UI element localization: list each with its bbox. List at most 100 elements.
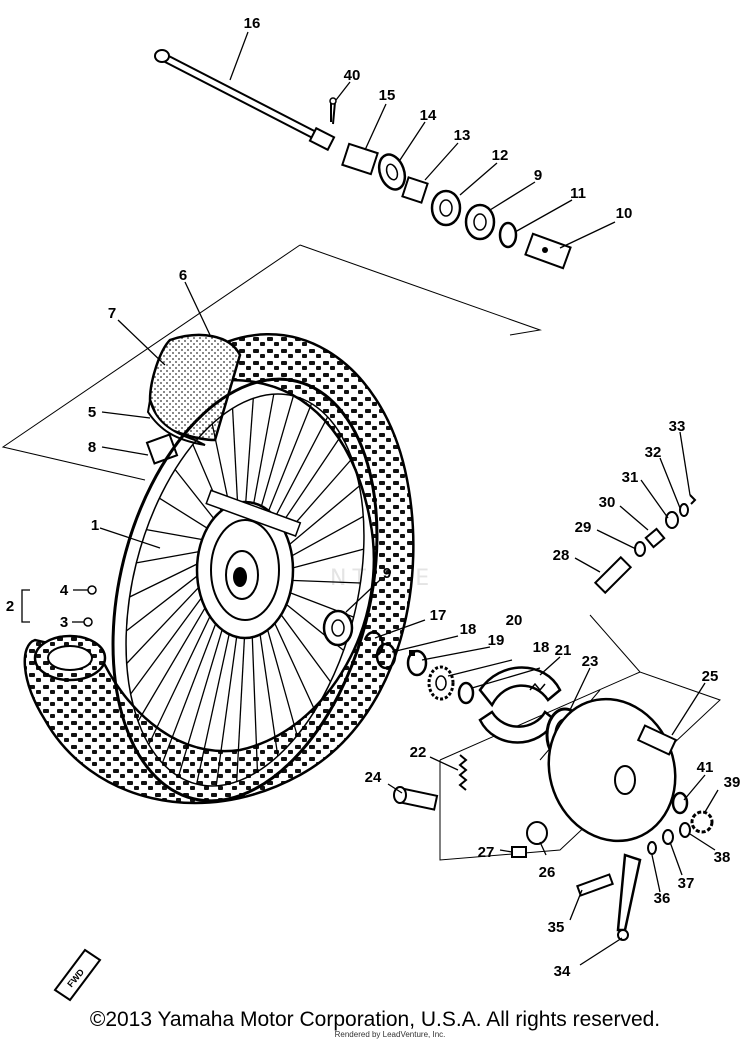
part-label-6: 6 [179, 267, 187, 284]
part-label-39: 39 [724, 774, 741, 791]
bearing-12 [430, 189, 462, 227]
part-labels: 16 40 15 14 13 12 9 11 10 6 7 5 8 1 2 4 … [6, 15, 741, 980]
part-label-35: 35 [548, 919, 565, 936]
speedometer-cable-parts [593, 494, 697, 595]
spoke [282, 485, 360, 551]
part-label-25: 25 [702, 668, 719, 685]
part-label-40: 40 [344, 67, 361, 84]
part-label-18b: 18 [533, 639, 550, 656]
spoke [136, 549, 208, 564]
part-label-2: 2 [6, 598, 14, 615]
inner-tube [148, 333, 242, 442]
part-label-15: 15 [379, 87, 396, 104]
spoke [258, 395, 295, 516]
washers-36-37 [647, 829, 674, 855]
part-label-13: 13 [454, 127, 471, 144]
bolt-35 [576, 873, 614, 897]
spoke [258, 624, 279, 757]
dust-seal-plate [377, 153, 407, 191]
spoke [284, 579, 361, 584]
spoke [284, 515, 364, 561]
leader-lines [21, 31, 719, 966]
bearing-9b [322, 609, 354, 647]
front-axle [154, 49, 336, 152]
fwd-direction-badge: FWD [53, 948, 102, 1002]
part-label-23: 23 [582, 653, 599, 670]
washer-18b [457, 681, 475, 705]
part-label-5: 5 [88, 404, 96, 421]
part-label-28: 28 [553, 547, 570, 564]
nut-38-39 [679, 810, 714, 838]
spoke [174, 469, 220, 526]
part-label-37: 37 [678, 875, 695, 892]
part-label-38: 38 [714, 849, 731, 866]
spoke [284, 548, 364, 571]
spoke [161, 614, 220, 764]
part-label-14: 14 [420, 107, 437, 124]
rim-band [146, 399, 206, 446]
part-label-16: 16 [244, 15, 261, 32]
part-label-12: 12 [492, 147, 509, 164]
part-label-36: 36 [654, 890, 671, 907]
spoke [270, 614, 316, 711]
part-label-30: 30 [599, 494, 616, 511]
spoke [146, 528, 211, 542]
part-label-11: 11 [570, 185, 586, 202]
spoke [126, 579, 207, 665]
part-label-9: 9 [534, 167, 542, 184]
grommet-26 [526, 821, 548, 845]
circlip-18 [375, 642, 397, 670]
part-label-34: 34 [554, 963, 571, 980]
brake-cam-24 [393, 786, 439, 811]
part-label-29: 29 [575, 519, 592, 536]
spoke-nipple-4 [87, 585, 97, 595]
spoke [125, 569, 206, 632]
part-label-33: 33 [669, 418, 686, 435]
seal-41 [671, 791, 689, 815]
part-label-10: 10 [616, 205, 633, 222]
copyright-notice: ©2013 Yamaha Motor Corporation, U.S.A. A… [89, 1008, 661, 1031]
spoke [251, 627, 259, 772]
part-label-41: 41 [697, 759, 714, 776]
lock-washer-19 [406, 649, 428, 677]
axle-assembly [154, 49, 572, 270]
part-label-4: 4 [60, 582, 69, 599]
wheel-hub [195, 489, 302, 640]
axle-collar-10 [524, 232, 572, 270]
spoke-nipple-3 [83, 617, 93, 627]
part-label-18: 18 [460, 621, 477, 638]
spoke [129, 559, 206, 598]
part-label-32: 32 [645, 444, 662, 461]
spoke [177, 620, 226, 777]
spoke [148, 606, 215, 745]
spoke [264, 620, 298, 736]
brake-spring-22 [458, 754, 468, 791]
part-label-17: 17 [430, 607, 447, 624]
camshaft-lever-34 [616, 853, 642, 941]
spoke [275, 606, 332, 683]
part-label-9b: 9 [383, 565, 391, 582]
bearing-9 [464, 203, 496, 241]
spoke [236, 627, 246, 782]
spacer-small [401, 176, 429, 204]
spoke [244, 398, 254, 513]
part-label-7: 7 [108, 305, 116, 322]
part-label-27: 27 [478, 844, 495, 861]
spoke [159, 497, 215, 534]
spoke [130, 589, 208, 695]
part-label-31: 31 [622, 469, 639, 486]
part-label-8: 8 [88, 439, 96, 456]
spoke [264, 403, 313, 521]
spoke [275, 435, 342, 534]
part-label-20: 20 [506, 612, 523, 629]
gear-20 [427, 665, 455, 701]
spoke [137, 598, 211, 722]
front-tire [23, 333, 415, 805]
spacer-collar [341, 142, 379, 176]
brake-shoe-plate [547, 697, 678, 843]
spoke [215, 627, 239, 786]
part-label-26: 26 [539, 864, 556, 881]
part-label-3: 3 [60, 614, 68, 631]
part-label-1: 1 [91, 517, 99, 534]
